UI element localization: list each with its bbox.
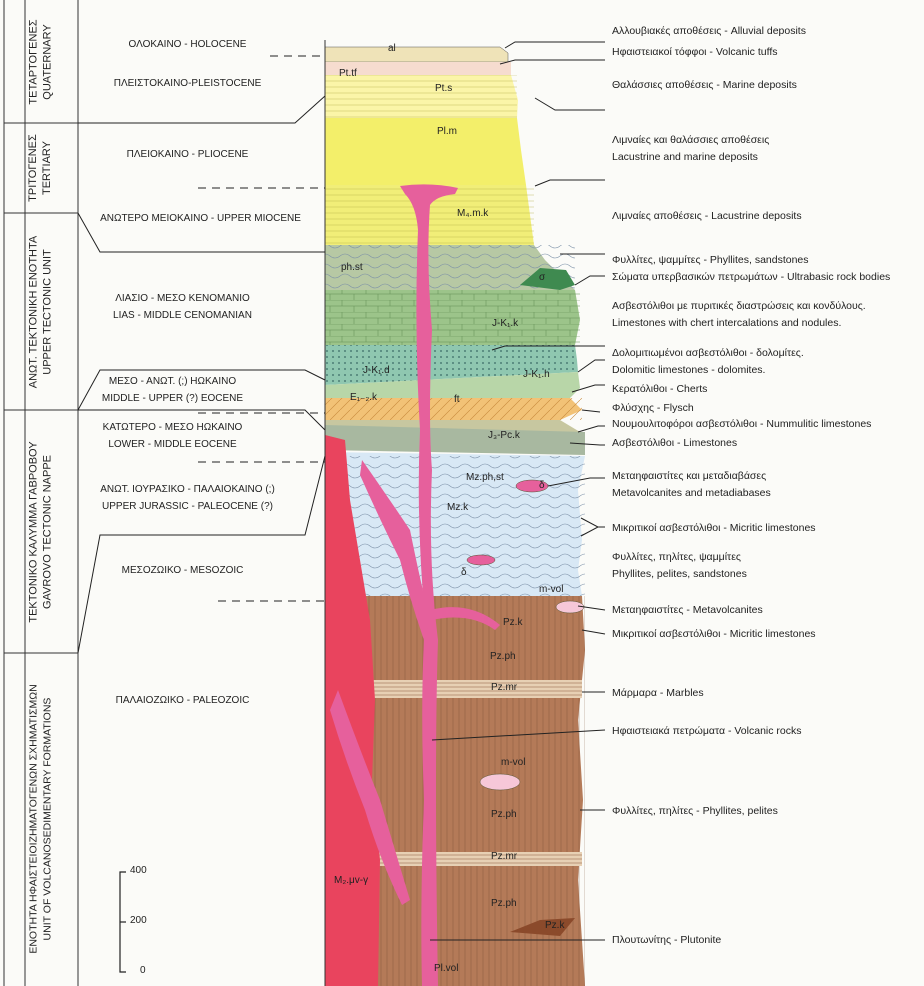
desc-alluvial: Αλλουβιακές αποθέσεις - Alluvial deposit… bbox=[612, 25, 806, 37]
desc-lacustrine-marine: Λιμναίες και θαλάσσιες αποθέσεις Lacustr… bbox=[612, 134, 770, 163]
band-label-volcanosedimentary: ΕΝΟΤΗΤΑ ΗΦΑΙΣΤΕΙΟΙΖΗΜΑΤΟΓΕΝΩΝ ΣΧΗΜΑΤΙΣΜΩ… bbox=[27, 684, 54, 954]
age-pleistocene: ΠΛΕΙΣΤΟΚΑΙΝΟ-PLEISTOCENE bbox=[113, 78, 262, 89]
rock-label-pzmr-2: Pz.mr bbox=[491, 851, 518, 862]
rock-label-pt-s: Pt.s bbox=[435, 83, 453, 94]
metavolcanite-lens bbox=[555, 600, 585, 614]
desc-phyllites-pelites-sandstones: Φυλλίτες, πηλίτες, ψαμμίτες Phyllites, p… bbox=[612, 551, 747, 580]
scale-label-200: 200 bbox=[130, 915, 147, 926]
rock-label-eik: E₁₋₂.k bbox=[350, 392, 377, 403]
rock-label-jkk: J-K₁.k bbox=[492, 318, 519, 329]
volcanic-lens bbox=[479, 773, 521, 791]
rock-label-pzk-2: Pz.k bbox=[545, 920, 565, 931]
rock-label-pzk-1: Pz.k bbox=[503, 617, 523, 628]
age-mesozoic: ΜΕΣΟΖΩΙΚΟ - MESOZOIC bbox=[121, 565, 244, 576]
band-tertiary: ΤΡΙΤΟΓΕΝΕΣ TERTIARY bbox=[4, 123, 76, 213]
metadiabase-lens-2 bbox=[466, 554, 496, 566]
rock-label-jkd: J-K₁.d bbox=[363, 365, 390, 376]
rock-label-mvol-1: m-vol bbox=[539, 584, 564, 595]
desc-micritic-1: Μικριτικοί ασβεστόλιθοι - Micritic limes… bbox=[612, 522, 816, 534]
rock-label-pzph-2: Pz.ph bbox=[491, 809, 517, 820]
band-label-tertiary: ΤΡΙΤΟΓΕΝΕΣ TERTIARY bbox=[27, 134, 53, 202]
desc-marbles: Μάρμαρα - Marbles bbox=[612, 687, 704, 699]
age-lias-cenomanian: ΛΙΑΣΙΟ - ΜΕΣΟ ΚΕΝΟΜΑΝΙΟ LIAS - MIDDLE CE… bbox=[113, 293, 252, 321]
age-jurassic-paleocene: ΑΝΩΤ. ΙΟΥΡΑΣΙΚΟ - ΠΑΛΑΙΟΚΑΙΝΟ (;) UPPER … bbox=[100, 484, 275, 512]
volcanic-branch-2 bbox=[330, 690, 410, 905]
desc-chert-limestones: Ασβεστόλιθοι με πυριτικές διαστρώσεις κα… bbox=[612, 300, 866, 329]
scale-label-0: 0 bbox=[140, 965, 146, 976]
desc-dolomitic: Δολομιτιωμένοι ασβεστόλιθοι - δολομίτες.… bbox=[612, 347, 804, 376]
desc-cherts: Κερατόλιθοι - Cherts bbox=[612, 383, 708, 395]
layer-tuff bbox=[325, 62, 511, 75]
age-middle-upper-eocene: ΜΕΣΟ - ΑΝΩΤ. (;) ΗΩΚΑΙΝΟ MIDDLE - UPPER … bbox=[101, 376, 244, 404]
desc-connectors bbox=[430, 41, 606, 941]
desc-limestones: Ασβεστόλιθοι - Limestones bbox=[612, 437, 738, 449]
rock-label-pl-m: Pl.m bbox=[437, 126, 457, 137]
age-upper-miocene: ΑΝΩΤΕΡΟ ΜΕΙΟΚΑΙΝΟ - UPPER MIOCENE bbox=[100, 213, 301, 224]
rock-label-jpck: J₃-Pc.k bbox=[488, 430, 520, 441]
rock-label-pt-tf: Pt.tf bbox=[339, 68, 357, 79]
desc-marine: Θαλάσσιες αποθέσεις - Marine deposits bbox=[612, 79, 797, 91]
desc-metavolcanites: Μεταηφαιστίτες - Metavolcanites bbox=[612, 604, 763, 616]
desc-phyllites-ultrabasic: Φυλλίτες, ψαμμίτες - Phyllites, sandston… bbox=[612, 254, 891, 283]
age-pliocene: ΠΛΕΙΟΚΑΙΝΟ - PLIOCENE bbox=[126, 149, 249, 160]
desc-phyllites-pelites: Φυλλίτες, πηλίτες - Phyllites, pelites bbox=[612, 805, 778, 817]
desc-metavolcanites-diabases: Μεταηφαιστίτες και μεταδιαβάσες Metavolc… bbox=[612, 470, 771, 499]
rock-label-ph-st: ph.st bbox=[341, 262, 363, 273]
rock-label-al: al bbox=[388, 43, 396, 54]
column-layers bbox=[324, 46, 585, 986]
desc-volcanic: Ηφαιστειακά πετρώματα - Volcanic rocks bbox=[612, 725, 802, 737]
volcanic-intrusion bbox=[400, 184, 458, 986]
band-quaternary: ΤΕΤΑΡΤΟΓΕΝΕΣ QUATERNARY bbox=[4, 0, 76, 123]
rock-label-delta-1: δ bbox=[539, 480, 545, 491]
volcanic-branch-1 bbox=[360, 460, 430, 640]
age-lower-middle-eocene: ΚΑΤΩΤΕΡΟ - ΜΕΣΟ ΗΩΚΑΙΝΟ LOWER - MIDDLE E… bbox=[102, 422, 243, 450]
rock-label-mvol-2: m-vol bbox=[501, 757, 526, 768]
scale-bar bbox=[119, 871, 126, 973]
desc-tuffs: Ηφαιστειακοί τόφφοι - Volcanic tuffs bbox=[612, 46, 778, 58]
rock-label-plvol: Pl.vol bbox=[434, 963, 459, 974]
granite-body bbox=[325, 435, 380, 986]
plutonite-lens bbox=[510, 918, 575, 936]
band-label-quaternary: ΤΕΤΑΡΤΟΓΕΝΕΣ QUATERNARY bbox=[27, 19, 54, 105]
rock-label-pzph-1: Pz.ph bbox=[490, 651, 516, 662]
rock-label-delta-2: δ bbox=[461, 567, 467, 578]
rock-label-mmk: M₄.m.k bbox=[457, 208, 489, 219]
rock-label-pzph-3: Pz.ph bbox=[491, 898, 517, 909]
rock-label-sigma: σ bbox=[539, 272, 546, 283]
layer-limestones bbox=[325, 425, 585, 455]
rock-label-jkh: J-K₁.h bbox=[523, 369, 550, 380]
scale-label-400: 400 bbox=[130, 865, 147, 876]
layer-pliocene bbox=[325, 118, 526, 185]
band-frame bbox=[3, 0, 326, 986]
layer-ultrabasic bbox=[520, 268, 575, 290]
rock-label-mzphst: Mz.ph,st bbox=[466, 472, 504, 483]
rock-label-pzmr-1: Pz.mr bbox=[491, 682, 518, 693]
desc-flysch: Φλύσχης - Flysch bbox=[612, 402, 694, 414]
rock-label-mmvg: M₂.μv-γ bbox=[334, 875, 369, 886]
rock-label-ft: ft bbox=[454, 394, 460, 405]
layer-alluvial bbox=[324, 46, 509, 63]
age-holocene: ΟΛΟΚΑΙΝΟ - HOLOCENE bbox=[128, 39, 247, 50]
desc-micritic-2: Μικριτικοί ασβεστόλιθοι - Micritic limes… bbox=[612, 628, 816, 640]
age-paleozoic: ΠΑΛΑΙΟΖΩΙΚΟ - PALEOZOIC bbox=[115, 695, 250, 706]
volcanic-branch-3 bbox=[430, 607, 500, 630]
desc-plutonite: Πλουτωνίτης - Plutonite bbox=[612, 934, 722, 946]
layer-cherts bbox=[325, 372, 580, 398]
desc-nummulitic: Νουμουλιτοφόροι ασβεστόλιθοι - Nummuliti… bbox=[612, 418, 872, 430]
rock-label-mzk: Mz.k bbox=[447, 502, 469, 513]
age-connectors bbox=[77, 55, 326, 654]
desc-lacustrine: Λιμναίες αποθέσεις - Lacustrine deposits bbox=[612, 210, 802, 222]
